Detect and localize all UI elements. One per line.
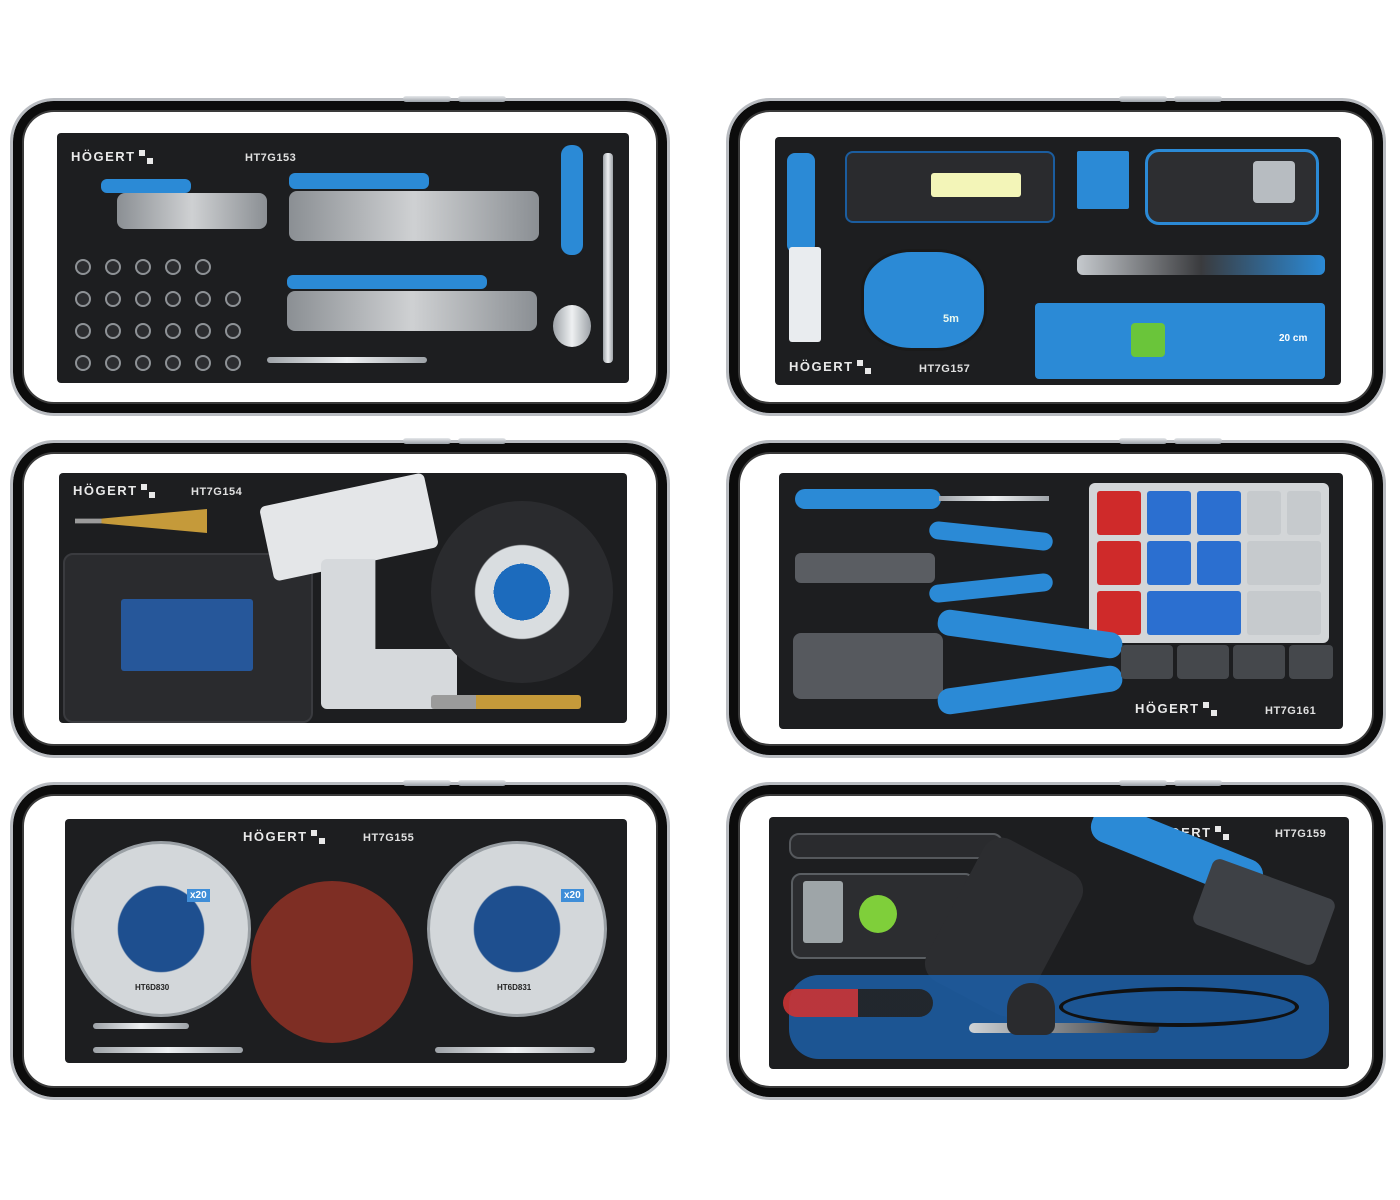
utility-knife-icon [787,153,815,253]
brand-mark-icon [310,829,325,844]
product-code: HT7G154 [191,486,243,498]
laser-meter-display-icon [1253,161,1295,203]
brand-logo: HÖGERT [243,829,325,844]
extension-bar-icon [603,153,613,363]
crimping-tool-handle-icon [936,664,1124,716]
brand-text: HÖGERT [789,359,854,374]
crimp-die-icon [1289,645,1333,679]
velcro-strap-icon [1077,151,1129,209]
brand-logo: HÖGERT [73,483,155,498]
product-code: HT7G161 [1265,705,1317,717]
cob-led-icon [931,173,1021,197]
disc-count-badge: x20 [187,889,210,902]
foam-tray: HÖGERT HT7G153 [57,133,629,383]
mandrel-icon [93,1047,243,1053]
power-cord-icon [1059,987,1299,1027]
product-code: HT7G159 [1275,828,1327,840]
foam-tray: 5m 20 cm HÖGERT HT7G157 [775,137,1341,385]
ratchet-handle-icon [561,145,583,255]
cleaning-disc-icon [431,501,613,683]
product-code: HT7G153 [245,152,297,164]
level-vial-icon [1131,323,1165,357]
wire-stripper-body-icon [1190,856,1338,968]
brand-mark-icon [138,149,153,164]
blade-pack-icon [789,247,821,342]
foam-tray: HÖGERT HT7G159 [769,817,1349,1069]
disc-model-label: HT6D830 [135,983,170,992]
hex-key-icon [289,191,539,241]
drawer-ht7g161: HÖGERT HT7G161 [726,438,1386,758]
tape-size-label: 5m [943,313,959,325]
crimping-tool-head-icon [793,633,943,699]
brand-mark-icon [856,359,871,374]
drawer-ht7g159: HÖGERT HT7G159 [726,780,1386,1100]
brand-text: HÖGERT [243,829,308,844]
step-drill-icon [75,509,207,533]
drawer-ht7g155: HÖGERT HT7G155 x20 HT6D830 x20 HT6D831 [10,780,670,1100]
screwdriver-icon [795,489,941,509]
brand-text: HÖGERT [71,149,136,164]
case-label-icon [121,599,253,671]
step-drill-icon [431,695,581,709]
power-plug-icon [1007,983,1055,1035]
crimp-die-icon [1233,645,1285,679]
t-handle-icon [267,357,427,363]
test-leads-icon [783,989,933,1017]
cutting-disc-tin-icon [71,841,251,1017]
wire-stripper-icon [928,520,1054,552]
multimeter-display-icon [803,881,843,943]
multimeter-dial-icon [859,895,897,933]
snap-knife-icon [1077,255,1325,275]
screwdriver-shaft-icon [939,496,1049,501]
brand-mark-icon [140,483,155,498]
crimp-die-icon [1177,645,1229,679]
foam-tray: HÖGERT HT7G161 [779,473,1343,729]
spirit-level-icon [1035,303,1325,379]
foam-tray: HÖGERT HT7G155 x20 HT6D830 x20 HT6D831 [65,819,627,1063]
wire-stripper-icon [928,572,1054,604]
soldering-iron-icon [969,1023,1159,1033]
level-size-label: 20 cm [1279,333,1308,344]
brand-text: HÖGERT [73,483,138,498]
foam-tray: HÖGERT HT7G154 [59,473,627,723]
brand-logo: HÖGERT [71,149,153,164]
crimp-die-icon [1121,645,1173,679]
tape-measure-icon [861,249,987,351]
disc-count-badge: x20 [561,889,584,902]
ratchet-head-icon [553,305,591,347]
hex-key-holder-icon [101,179,191,193]
brand-mark-icon [1202,701,1217,716]
brand-mark-icon [1214,825,1229,840]
terminal-assortment-icon [1097,491,1321,635]
stripper-jaw-icon [795,553,935,583]
hex-key-icon [287,291,537,331]
socket-grid-icon [75,259,241,371]
hex-key-holder-icon [287,275,487,289]
brand-text: HÖGERT [1135,701,1200,716]
sanding-disc-icon [251,881,413,1043]
brand-logo: HÖGERT [1135,701,1217,716]
voltage-tester-icon [789,833,1003,859]
mandrel-icon [435,1047,595,1053]
hex-key-holder-icon [289,173,429,189]
disc-model-label: HT6D831 [497,983,532,992]
hex-key-icon [117,193,267,229]
drawer-ht7g157: 5m 20 cm HÖGERT HT7G157 [726,96,1386,416]
product-code: HT7G155 [363,832,415,844]
cutting-disc-tin-icon [427,841,607,1017]
drawer-ht7g153: HÖGERT HT7G153 [10,96,670,416]
product-code: HT7G157 [919,363,971,375]
drawer-ht7g154: HÖGERT HT7G154 [10,438,670,758]
brand-logo: HÖGERT [789,359,871,374]
mandrel-icon [93,1023,189,1029]
